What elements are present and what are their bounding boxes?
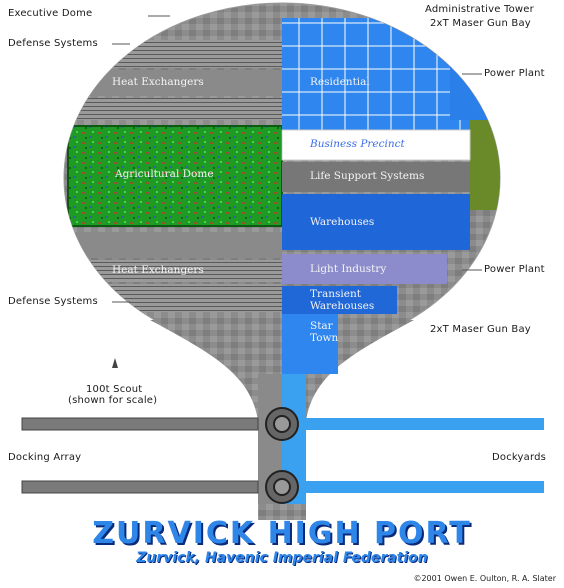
residential-label: Residential <box>310 76 370 88</box>
light-industry-label: Light Industry <box>310 263 387 275</box>
heat-exchangers-bottom-label: Heat Exchangers <box>112 264 204 276</box>
administrative-tower-label: Administrative Tower <box>425 4 534 15</box>
maser-gun-bay-bottom-label: 2xT Maser Gun Bay <box>430 324 531 335</box>
scout-label: 100t Scout <box>86 384 143 395</box>
executive-dome-label: Executive Dome <box>8 8 93 19</box>
transient-label: Transient <box>310 288 361 300</box>
warehouses-block <box>282 194 470 250</box>
light-industry-block <box>282 254 447 284</box>
heat-exchanger-bottom <box>64 260 282 282</box>
maser-gun-bay-top-label: 2xT Maser Gun Bay <box>430 18 531 29</box>
business-precinct-label: Business Precinct <box>310 138 405 150</box>
city-blocks <box>258 129 471 504</box>
leader-lines <box>112 15 482 303</box>
scout-note-label: (shown for scale) <box>68 395 158 406</box>
credit-line: ©2001 Owen E. Oulton, R. A. Slater <box>413 574 556 583</box>
warehouses-label: Warehouses <box>310 216 375 228</box>
agricultural-dome <box>67 125 283 227</box>
power-plant-top-label: Power Plant <box>484 68 545 79</box>
scout-ship-icon <box>112 358 118 368</box>
docking-arms <box>21 407 544 504</box>
heat-exchangers-top-label: Heat Exchangers <box>112 76 204 88</box>
defense-systems-bottom-label: Defense Systems <box>8 296 98 307</box>
agricultural-dome-label: Agricultural Dome <box>115 168 214 180</box>
transient-warehouses-label: Warehouses <box>310 300 375 312</box>
defense-systems-top-label: Defense Systems <box>8 38 98 49</box>
residential-block <box>282 18 472 130</box>
star-town-label: Town <box>310 332 339 344</box>
docking-array-label: Docking Array <box>8 452 82 463</box>
page-title: ZURVICK HIGH PORT <box>92 516 472 551</box>
life-support-label: Life Support Systems <box>310 170 425 182</box>
page-subtitle: Zurvick, Havenic Imperial Federation <box>136 550 428 566</box>
dockyards-label: Dockyards <box>492 452 547 463</box>
star-label: Star <box>310 320 333 332</box>
power-plant-bottom-label: Power Plant <box>484 264 545 275</box>
life-support <box>282 162 470 192</box>
